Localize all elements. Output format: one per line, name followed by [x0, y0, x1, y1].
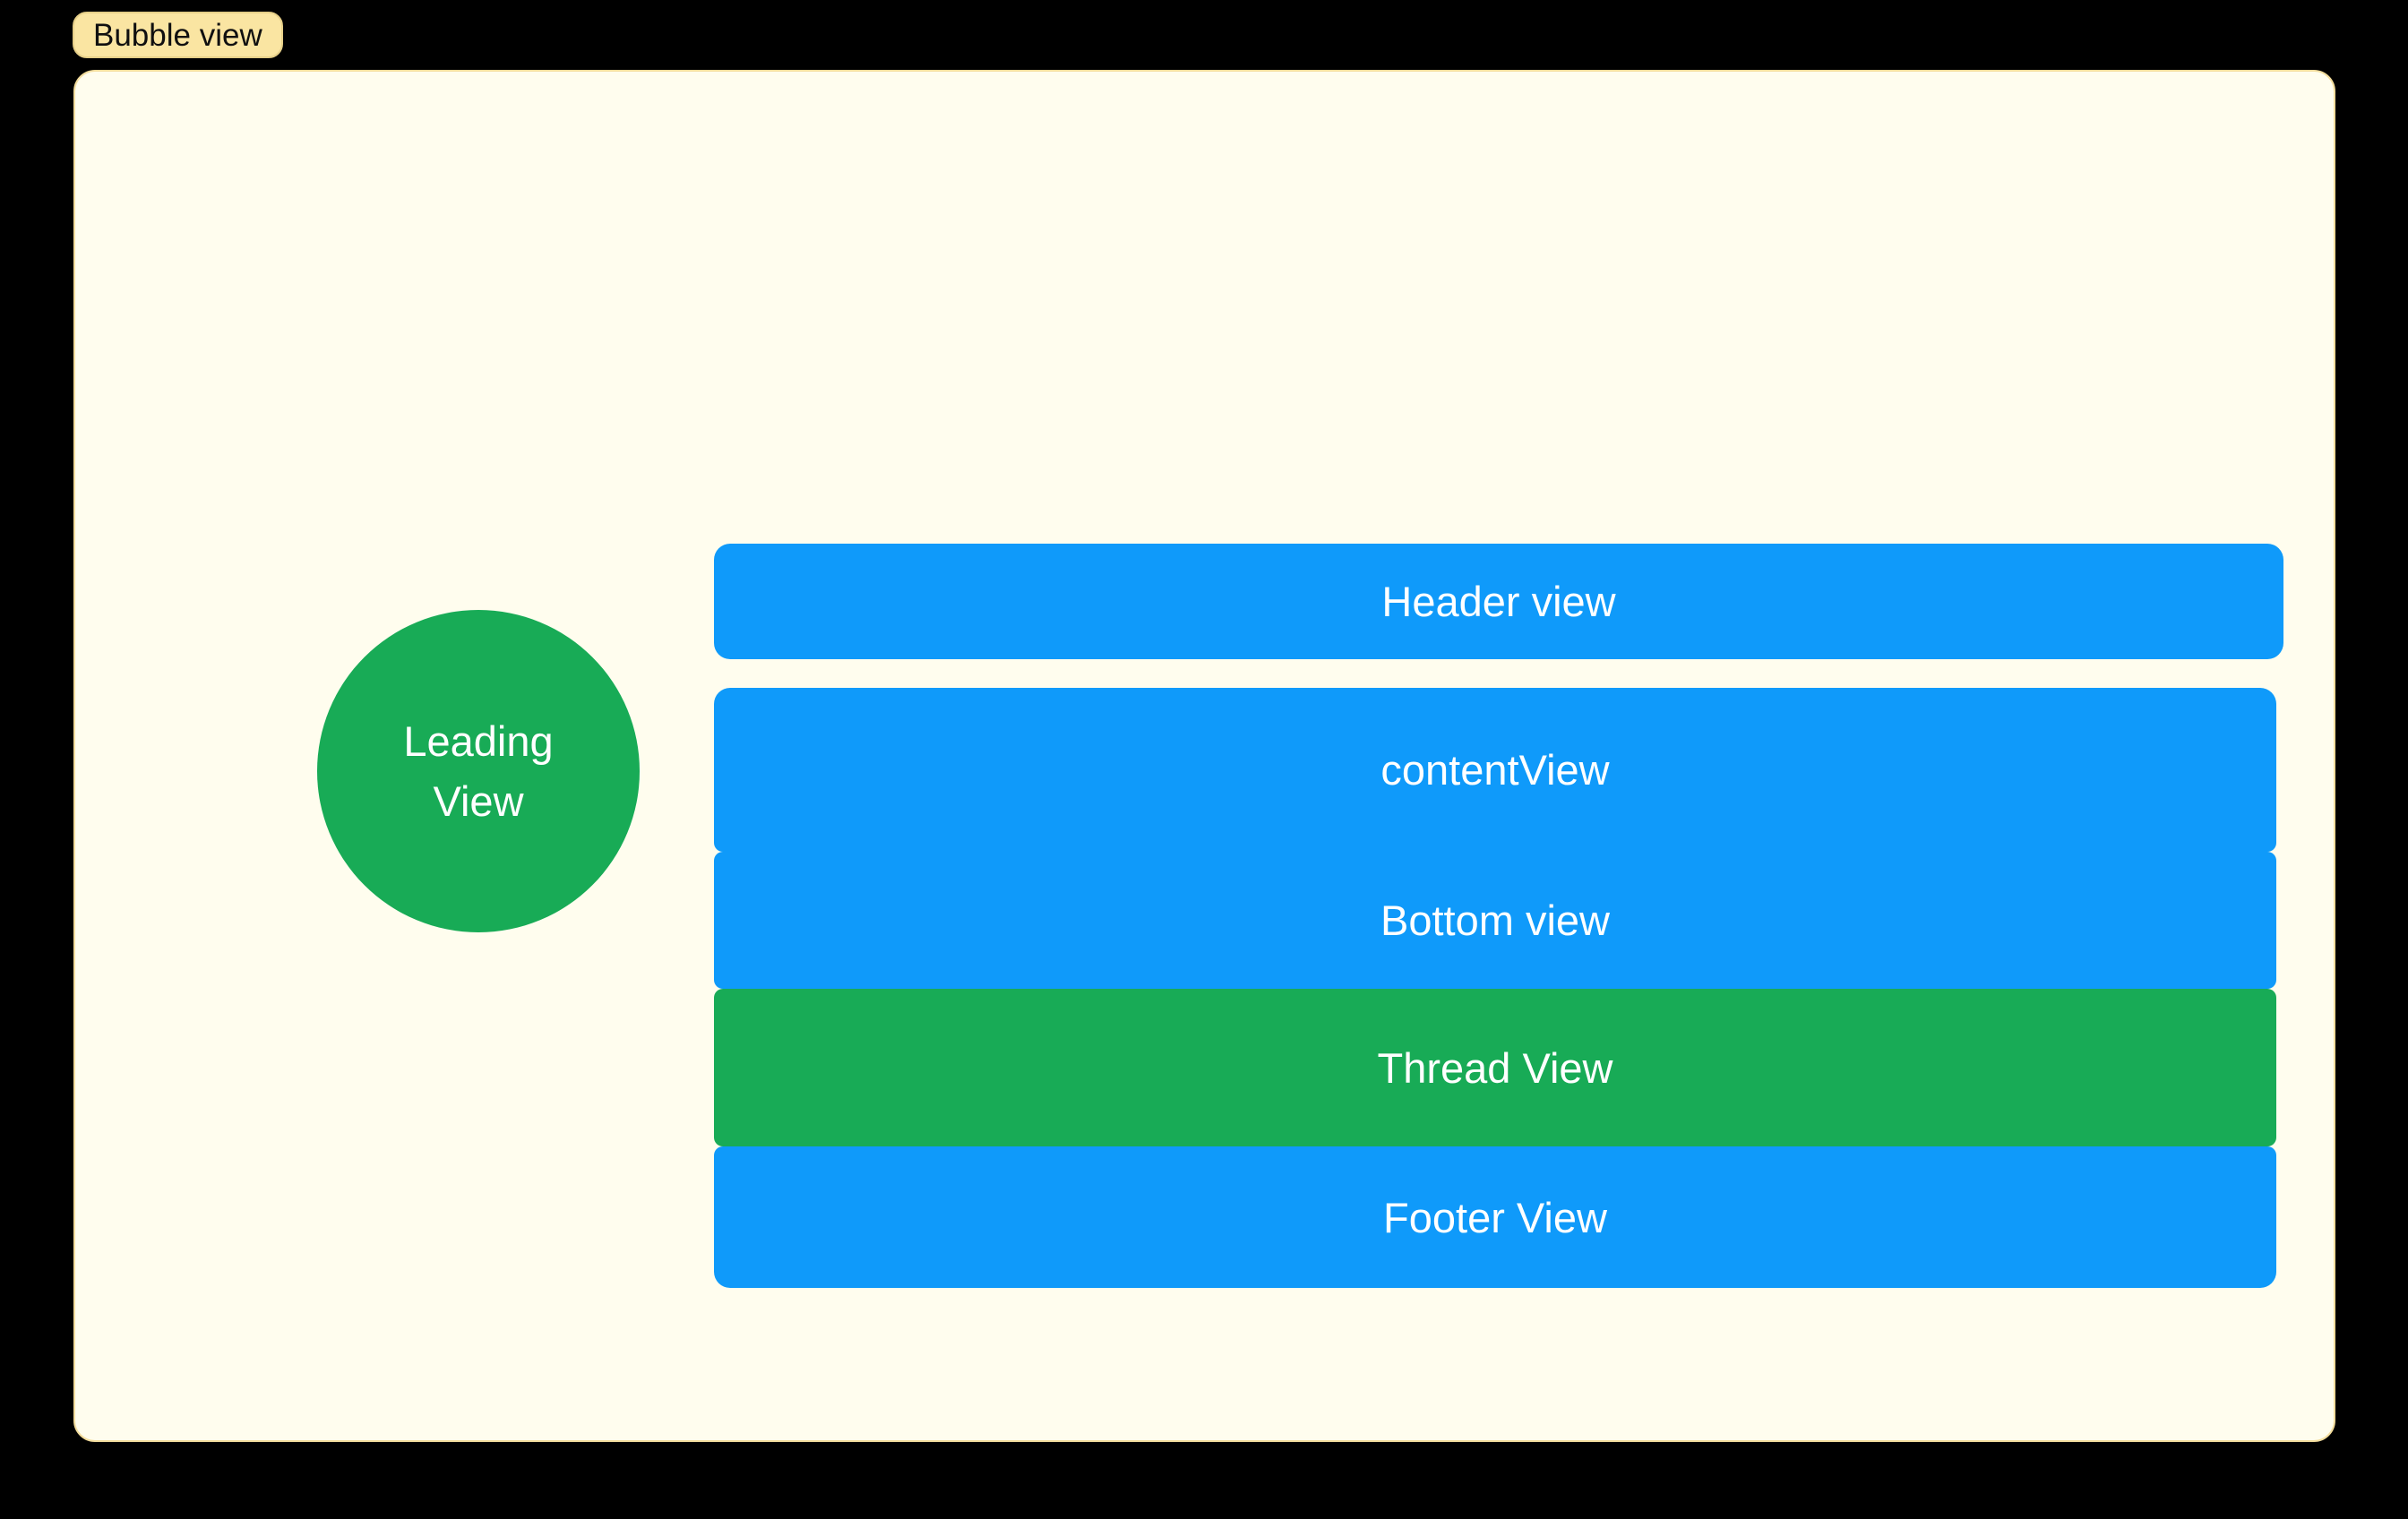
- header-view: Header view: [714, 544, 2283, 659]
- content-view-label: contentView: [1380, 746, 1610, 794]
- bubble-view-panel: Leading View Header view contentView Bot…: [73, 70, 2335, 1442]
- footer-view-label: Footer View: [1383, 1193, 1607, 1241]
- bottom-view: Bottom view: [714, 852, 2276, 989]
- header-view-label: Header view: [1381, 578, 1616, 625]
- thread-view-label: Thread View: [1377, 1043, 1613, 1092]
- leading-view-label-line2: View: [433, 777, 524, 825]
- bubble-view-badge[interactable]: Bubble view: [73, 12, 283, 58]
- footer-view: Footer View: [714, 1146, 2276, 1288]
- thread-view: Thread View: [714, 989, 2276, 1146]
- content-view: contentView: [714, 688, 2276, 852]
- bottom-view-label: Bottom view: [1380, 897, 1610, 944]
- leading-view-label-line1: Leading: [403, 717, 554, 765]
- leading-view: Leading View: [317, 610, 640, 932]
